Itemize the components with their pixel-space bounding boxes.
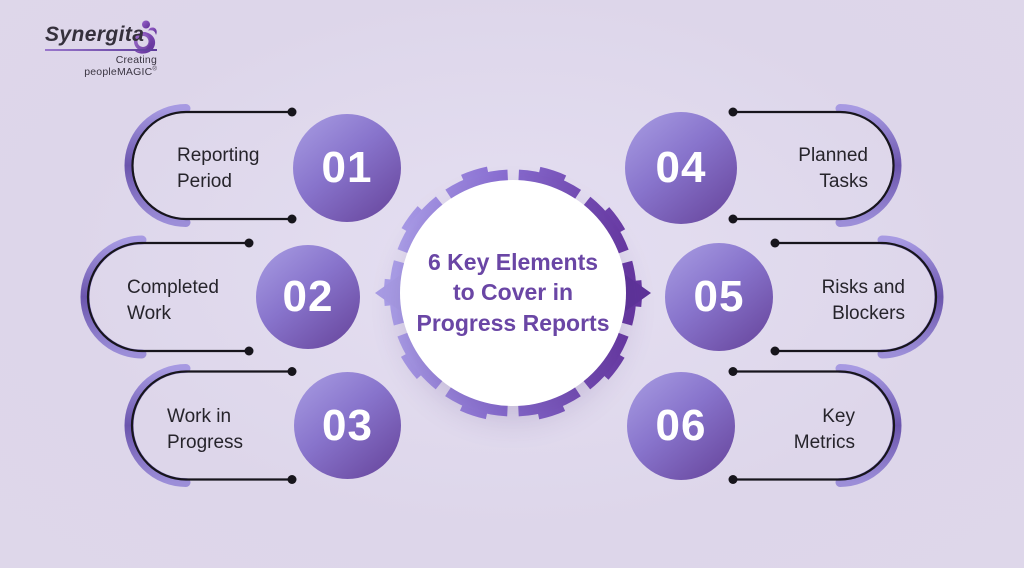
item-06-number-badge: 06 xyxy=(627,372,735,480)
center-title-line2: to Cover in xyxy=(452,279,574,306)
item-04-label: Planned Tasks xyxy=(798,145,868,193)
connector-02 xyxy=(80,235,254,359)
connector-06 xyxy=(728,364,902,487)
registered-mark: ® xyxy=(152,66,157,73)
item-02-label: Completed Work xyxy=(127,277,219,325)
item-02-number-badge: 02 xyxy=(256,245,360,349)
center-circle xyxy=(400,180,626,406)
gear-ring-icon xyxy=(375,164,651,422)
brand-name: Synergita xyxy=(45,23,145,46)
item-06-label: Key Metrics xyxy=(793,406,855,454)
item-01-number-badge: 01 xyxy=(293,114,401,222)
item-03-number-badge: 03 xyxy=(294,372,401,479)
connector-01 xyxy=(124,104,297,227)
connector-04 xyxy=(728,104,902,227)
connector-03 xyxy=(124,364,297,487)
right-point-icon xyxy=(620,271,651,315)
item-04-number-badge: 04 xyxy=(625,112,737,224)
item-05-label: Risks and Blockers xyxy=(821,277,905,325)
synergita-swirl-icon xyxy=(134,20,157,54)
brand-tagline: Creating peopleMAGIC® xyxy=(84,54,157,79)
center-title: 6 Key Elements to Cover in Progress Repo… xyxy=(398,247,628,338)
connector-05 xyxy=(770,235,944,359)
item-01-label: Reporting Period xyxy=(177,145,260,193)
brand-underline xyxy=(45,49,157,52)
center-title-line3: Progress Reports xyxy=(416,309,610,336)
left-point-icon xyxy=(375,271,406,315)
center-title-line1: 6 Key Elements xyxy=(427,249,599,275)
item-05-number-badge: 05 xyxy=(665,243,773,351)
item-03-label: Work in Progress xyxy=(167,406,244,454)
brand-logo: Synergita Creating peopleMAGIC® xyxy=(45,20,175,78)
